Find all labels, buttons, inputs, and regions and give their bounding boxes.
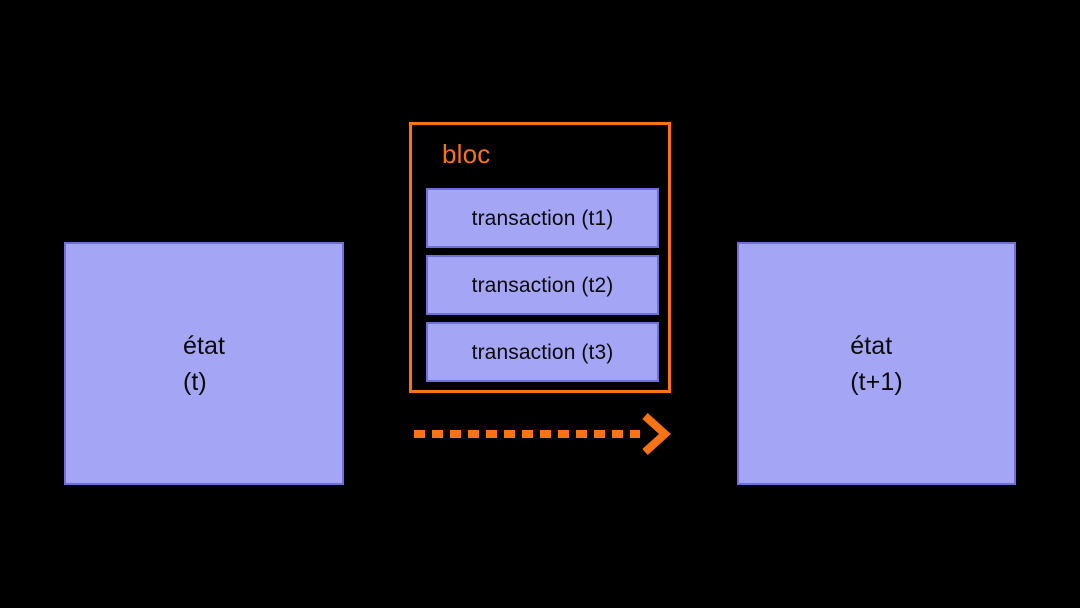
transaction-label: transaction (t3): [471, 340, 614, 364]
bloc-frame: bloc transaction (t1) transaction (t2) t…: [409, 122, 671, 393]
state-transition-arrow-icon: [414, 413, 671, 455]
transaction-row: transaction (t2): [426, 255, 659, 315]
bloc-title: bloc: [442, 139, 491, 169]
transaction-label: transaction (t1): [471, 206, 614, 230]
arrow-chevron-head: [642, 413, 671, 455]
transaction-row: transaction (t3): [426, 322, 659, 382]
state-box-t-plus-1: état (t+1): [737, 242, 1016, 485]
state-box-t: état (t): [64, 242, 344, 485]
state-box-t-plus-1-label: état (t+1): [850, 331, 903, 396]
state-box-t-label: état (t): [182, 331, 226, 396]
transaction-label: transaction (t2): [471, 273, 614, 297]
transaction-row: transaction (t1): [426, 188, 659, 248]
